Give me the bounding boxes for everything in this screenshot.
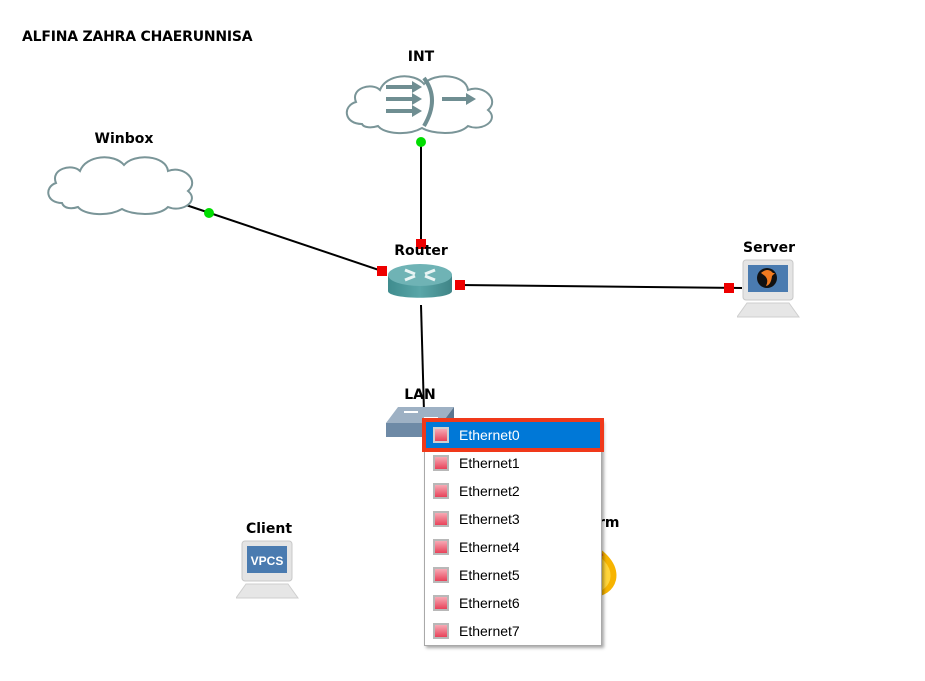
link-status-up-icon — [204, 208, 214, 218]
node-label-int: INT — [407, 49, 435, 65]
menu-item-ethernet6[interactable]: Ethernet6 — [425, 589, 601, 617]
canvas-title-note: ALFINA ZAHRA CHAERUNNISA — [22, 29, 253, 45]
menu-item-ethernet0[interactable]: Ethernet0 — [422, 418, 604, 452]
router-icon — [388, 264, 452, 298]
interface-context-menu: Ethernet0 Ethernet1 Ethernet2 Ethernet3 … — [422, 418, 604, 646]
node-server[interactable] — [737, 259, 803, 319]
interface-status-icon — [433, 511, 449, 527]
menu-item-label: Ethernet4 — [459, 539, 520, 555]
interface-status-icon — [433, 483, 449, 499]
qemu-computer-icon — [737, 259, 800, 318]
menu-item-label: Ethernet2 — [459, 483, 520, 499]
menu-item-ethernet7[interactable]: Ethernet7 — [425, 617, 601, 645]
node-label-partial: rm — [598, 515, 620, 531]
menu-item-ethernet2[interactable]: Ethernet2 — [425, 477, 601, 505]
vpcs-computer-icon: VPCS — [236, 540, 299, 599]
menu-item-ethernet3[interactable]: Ethernet3 — [425, 505, 601, 533]
node-label-server: Server — [742, 240, 795, 256]
menu-item-label: Ethernet0 — [459, 427, 520, 443]
interface-status-icon — [433, 595, 449, 611]
node-label-lan: LAN — [404, 387, 436, 403]
menu-item-label: Ethernet3 — [459, 511, 520, 527]
menu-item-ethernet5[interactable]: Ethernet5 — [425, 561, 601, 589]
node-label-router: Router — [394, 243, 448, 259]
link-status-down-icon — [724, 283, 734, 293]
interface-status-icon — [433, 623, 449, 639]
node-label-client: Client — [245, 521, 293, 537]
link-status-down-icon — [455, 280, 465, 290]
cloud-icon — [47, 156, 194, 215]
vpcs-screen-text: VPCS — [251, 554, 284, 568]
link-router-lan[interactable] — [420, 304, 425, 413]
interface-status-icon — [433, 455, 449, 471]
link-router-server[interactable] — [458, 284, 743, 289]
interface-status-icon — [433, 427, 449, 443]
link-status-down-icon — [377, 266, 387, 276]
node-router[interactable] — [387, 262, 453, 306]
node-client[interactable]: VPCS — [236, 540, 302, 600]
menu-item-label: Ethernet1 — [459, 455, 520, 471]
menu-item-label: Ethernet6 — [459, 595, 520, 611]
interface-status-icon — [433, 539, 449, 555]
interface-status-icon — [433, 567, 449, 583]
link-status-down-icon — [416, 239, 426, 249]
link-status-up-icon — [416, 137, 426, 147]
menu-item-ethernet4[interactable]: Ethernet4 — [425, 533, 601, 561]
menu-item-label: Ethernet5 — [459, 567, 520, 583]
menu-item-ethernet1[interactable]: Ethernet1 — [425, 449, 601, 477]
menu-item-label: Ethernet7 — [459, 623, 520, 639]
node-int[interactable] — [342, 70, 500, 136]
node-winbox[interactable] — [44, 153, 202, 219]
link-winbox-router[interactable] — [185, 204, 383, 272]
node-label-winbox: Winbox — [94, 131, 154, 147]
cloud-nat-icon — [346, 75, 494, 134]
